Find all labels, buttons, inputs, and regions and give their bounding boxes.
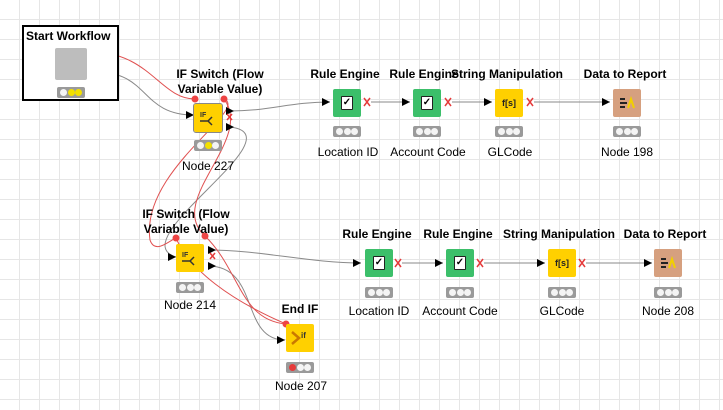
row2-node1-status: [365, 287, 393, 298]
flowvar-switch1-to-switch2: [149, 98, 229, 247]
rule-engine-node-row1-1[interactable]: ✓: [333, 89, 361, 117]
data-to-report-node-198[interactable]: [613, 89, 641, 117]
row1-node4-title: Data to Report: [583, 67, 667, 81]
row1-node1-status: [333, 126, 361, 137]
end-if-icon: if: [291, 331, 306, 345]
rule-engine-icon: ✓: [341, 96, 353, 110]
row1-node3-title: String Manipulation: [451, 67, 563, 81]
if-switch-node-214[interactable]: IF: [176, 244, 204, 272]
switch1-node-name: Node 227: [181, 159, 235, 173]
endif-title: End IF: [281, 302, 319, 316]
annotation-title: Start Workflow: [26, 29, 111, 43]
svg-text:IF: IF: [200, 112, 207, 119]
data-to-report-icon: [661, 255, 676, 269]
string-manipulation-node-row1[interactable]: f[s]: [495, 89, 523, 117]
row1-node1-title: Rule Engine: [310, 67, 380, 81]
row2-node1-name: Location ID: [348, 304, 410, 318]
row1-node4-name: Node 198: [600, 145, 654, 159]
row1-node3-status: [495, 126, 523, 137]
switch2-node-name: Node 214: [163, 298, 217, 312]
row1-node2-name: Account Code: [390, 145, 466, 159]
if-switch-icon: IF: [200, 112, 213, 126]
if-switch-icon: IF: [182, 252, 195, 266]
wire-switch2-to-endif: [207, 265, 286, 341]
row2-node2-name: Account Code: [422, 304, 498, 318]
data-to-report-node-208[interactable]: [654, 249, 682, 277]
rule-engine-node-row2-1[interactable]: ✓: [365, 249, 393, 277]
start-status-indicator: [57, 87, 85, 98]
start-workflow-node[interactable]: [55, 48, 87, 80]
endif-node-name: Node 207: [274, 379, 328, 393]
row2-node2-title: Rule Engine: [423, 227, 493, 241]
row2-node4-status: [654, 287, 682, 298]
row2-node3-status: [548, 287, 576, 298]
rule-engine-node-row1-2[interactable]: ✓: [413, 89, 441, 117]
wire-switch1-to-switch2: [164, 126, 247, 258]
row1-node2-status: [413, 126, 441, 137]
row2-node1-title: Rule Engine: [342, 227, 412, 241]
endif-status-indicator: [286, 362, 314, 373]
row1-node3-name: GLCode: [487, 145, 533, 159]
row1-node1-name: Location ID: [317, 145, 379, 159]
wire-switch2-to-rule3: [207, 249, 362, 264]
svg-text:if: if: [301, 331, 306, 340]
rule-engine-icon: ✓: [373, 256, 385, 270]
switch1-status-indicator: [194, 140, 222, 151]
wire-switch1-to-rule1: [229, 101, 331, 112]
if-switch-node-227[interactable]: IF: [193, 103, 223, 133]
rule-engine-icon: ✓: [421, 96, 433, 110]
switch2-status-indicator: [176, 282, 204, 293]
row2-node4-name: Node 208: [641, 304, 695, 318]
row1-node4-status: [613, 126, 641, 137]
end-if-node-207[interactable]: if: [286, 324, 314, 352]
row2-node3-name: GLCode: [539, 304, 585, 318]
row2-node2-status: [446, 287, 474, 298]
rule-engine-icon: ✓: [454, 256, 466, 270]
svg-text:IF: IF: [182, 252, 189, 259]
row2-node4-title: Data to Report: [623, 227, 707, 241]
string-manipulation-icon: f[s]: [555, 258, 569, 268]
row1-node2-title: Rule Engine: [389, 67, 459, 81]
rule-engine-node-row2-2[interactable]: ✓: [446, 249, 474, 277]
data-to-report-icon: [620, 95, 635, 109]
string-manipulation-icon: f[s]: [502, 98, 516, 108]
string-manipulation-node-row2[interactable]: f[s]: [548, 249, 576, 277]
row2-node3-title: String Manipulation: [503, 227, 615, 241]
